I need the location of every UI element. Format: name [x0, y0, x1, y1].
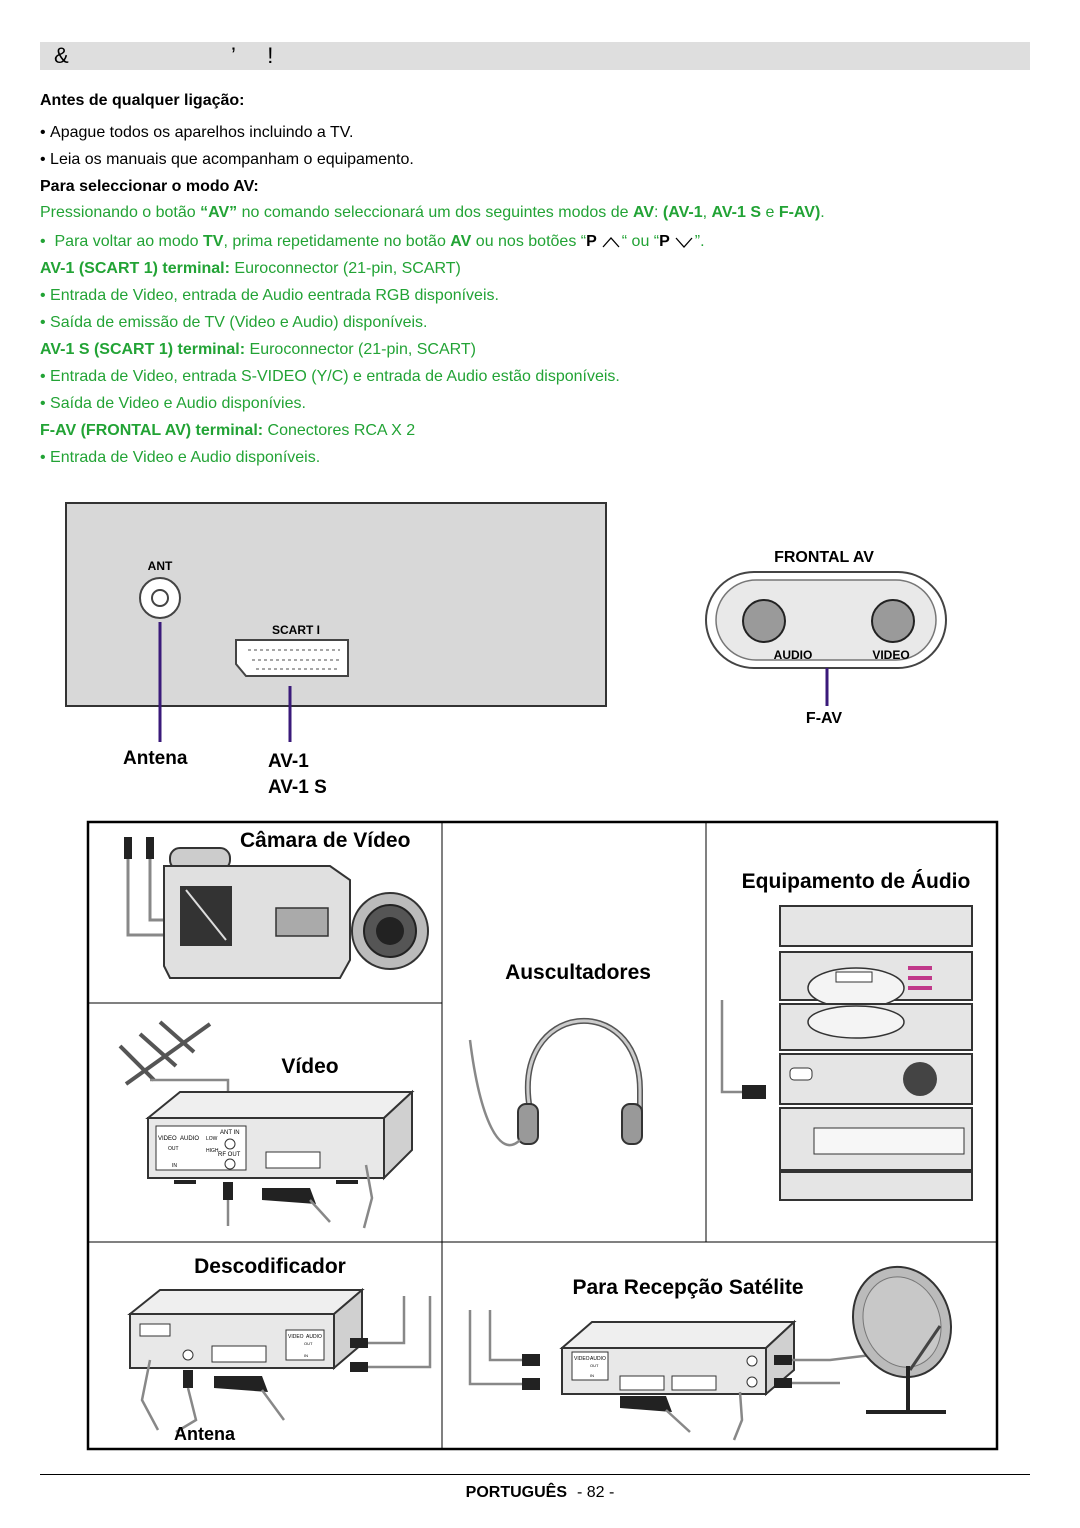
frontal-av-title: FRONTAL AV	[774, 549, 874, 566]
fav-terminal-line: F-AV (FRONTAL AV) terminal: Conectores R…	[40, 422, 416, 439]
ant-label: ANT	[148, 559, 173, 573]
vcr-low-label: LOW	[206, 1136, 218, 1142]
footer-language: PORTUGUÊS	[465, 1484, 567, 1501]
vcr-out-label: OUT	[168, 1146, 179, 1152]
av1s-terminal-line: AV-1 S (SCART 1) terminal: Euroconnector…	[40, 341, 476, 358]
title-glyph-2: ’	[230, 43, 236, 68]
decoder-audio-label: AUDIO	[306, 1334, 322, 1340]
frontal-av-panel: FRONTAL AV AUDIO VIDEO F-AV	[705, 549, 947, 727]
page-number: - 82 -	[577, 1484, 615, 1501]
scart-socket-icon	[235, 639, 349, 677]
av1-terminal-line: AV-1 (SCART 1) terminal: Euroconnector (…	[40, 260, 461, 277]
before-item-1: Apague todos os aparelhos incluindo a TV…	[40, 123, 353, 143]
connection-diagram: ANT SCART I Antena AV-1 AV-1 S FRONTAL A…	[65, 502, 999, 1451]
fav-item-1: Entrada de Video e Audio disponíveis.	[40, 448, 320, 468]
rear-panel: ANT SCART I Antena AV-1 AV-1 S	[65, 502, 607, 798]
av1-caption: AV-1	[268, 751, 309, 772]
decoder-illustration: Descodificador VIDEO AUDIO OUT IN Antena	[127, 1255, 432, 1444]
decoder-out-label: OUT	[304, 1341, 313, 1346]
vcr-in-label: IN	[172, 1163, 177, 1169]
vcr-ant-in-label: ANT IN	[220, 1130, 240, 1136]
vcr-rf-out-label: RF OUT	[218, 1152, 241, 1158]
decoder-in-label: IN	[304, 1353, 308, 1358]
av1s-caption: AV-1 S	[268, 777, 327, 798]
audio-system-illustration: Equipamento de Áudio	[720, 870, 973, 1201]
before-connection-heading: Antes de qualquer ligação:	[40, 92, 245, 109]
vcr-illustration: Vídeo VIDEO AUDIO OUT IN LOW HIGH ANT IN…	[118, 1020, 415, 1229]
audio-equipment-label: Equipamento de Áudio	[742, 870, 971, 893]
fav-caption: F-AV	[806, 710, 842, 727]
chevron-up-icon	[602, 236, 620, 248]
av-mode-heading: Para seleccionar o modo AV:	[40, 178, 259, 195]
sat-audio-label: AUDIO	[590, 1356, 606, 1362]
title-glyph-3: !	[267, 43, 274, 68]
before-item-2: Leia os manuais que acompanham o equipam…	[40, 150, 414, 170]
antenna-caption: Antena	[123, 748, 188, 769]
vcr-video-label: VIDEO	[158, 1136, 177, 1142]
video-label: VIDEO	[872, 648, 909, 662]
satellite-illustration: Para Recepção Satélite VIDEO AUDIO OUT I…	[468, 1265, 953, 1441]
av1s-item-1: Entrada de Video, entrada S-VIDEO (Y/C) …	[40, 367, 620, 387]
vcr-label: Vídeo	[281, 1055, 338, 1078]
decoder-antenna-label: Antena	[174, 1424, 236, 1444]
title-glyph-1: &	[54, 43, 69, 68]
scart-label: SCART I	[272, 623, 320, 637]
audio-label: AUDIO	[774, 648, 813, 662]
sat-out-label: OUT	[590, 1363, 599, 1368]
headphones-illustration: Auscultadores	[468, 961, 651, 1147]
camera-label: Câmara de Vídeo	[240, 829, 410, 852]
camera-illustration: Câmara de Vídeo	[124, 829, 429, 979]
audio-jack-icon	[742, 599, 786, 643]
section-title-bar: & ’ !	[40, 42, 1030, 70]
av-mode-line: Pressionando o botão “AV” no comando sel…	[40, 204, 825, 221]
sat-video-label: VIDEO	[574, 1356, 590, 1362]
satellite-label: Para Recepção Satélite	[572, 1276, 803, 1299]
av1s-item-2: Saída de Video e Audio disponívies.	[40, 394, 306, 414]
decoder-label: Descodificador	[194, 1255, 346, 1278]
footer-rule	[40, 1474, 1030, 1475]
decoder-video-label: VIDEO	[288, 1334, 304, 1340]
tv-mode-line: Para voltar ao modo TV, prima repetidame…	[40, 232, 705, 252]
vcr-audio-label: AUDIO	[180, 1136, 199, 1142]
chevron-down-icon	[675, 237, 693, 248]
sat-in-label: IN	[590, 1373, 594, 1378]
headphones-label: Auscultadores	[505, 961, 651, 984]
av1-item-1: Entrada de Video, entrada de Audio eentr…	[40, 286, 499, 306]
av1-item-2: Saída de emissão de TV (Video e Audio) d…	[40, 313, 427, 333]
vcr-high-label: HIGH	[206, 1148, 219, 1154]
page-footer: PORTUGUÊS - 82 -	[0, 1484, 1080, 1502]
video-jack-icon	[871, 599, 915, 643]
